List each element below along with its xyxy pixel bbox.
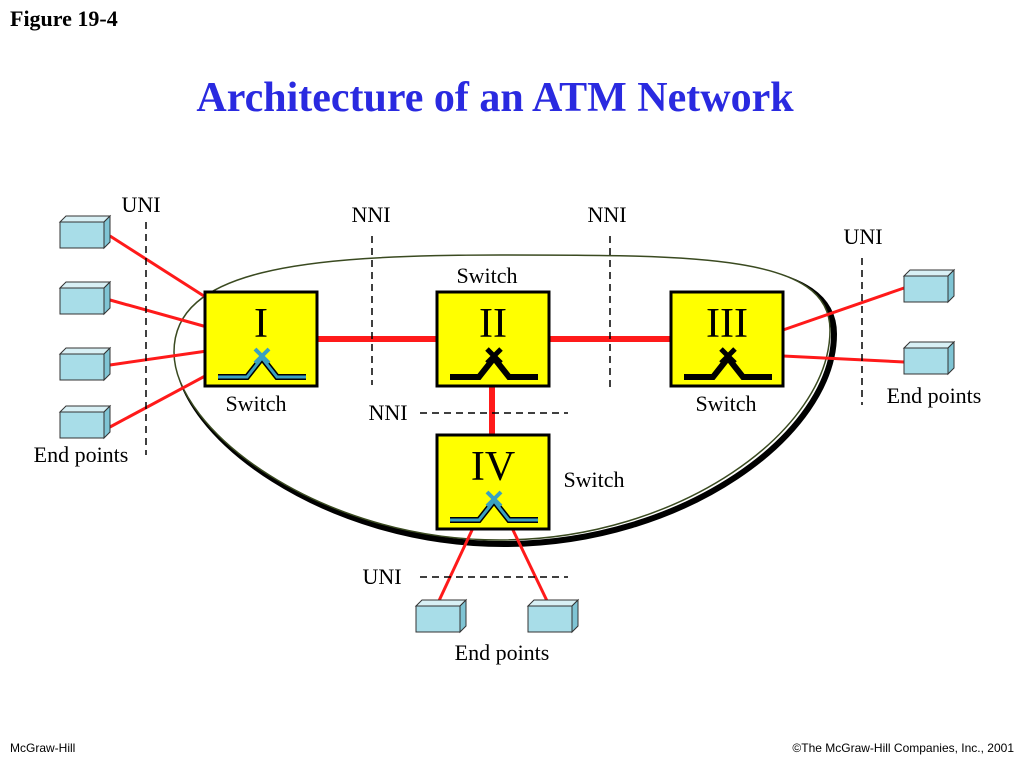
- switch-3-caption: Switch: [695, 391, 756, 416]
- page-title: Architecture of an ATM Network: [196, 75, 794, 121]
- figure-label: Figure 19-4: [10, 6, 118, 31]
- endpoint-left-1: [59, 215, 111, 249]
- endpoint-left-2: [59, 281, 111, 315]
- switch-1: I: [203, 290, 319, 388]
- uni-left-label: UNI: [121, 192, 160, 217]
- switch-3-numeral: III: [706, 301, 748, 347]
- link-ep-left-4: [109, 373, 208, 429]
- link-ep-left-3: [109, 349, 208, 367]
- crossbar-icon: [450, 490, 538, 523]
- crossbar-icon: [684, 347, 772, 380]
- endpoint-bottom-1: [415, 599, 467, 633]
- link-ep-right-2: [782, 354, 905, 364]
- uni-right-label: UNI: [843, 224, 882, 249]
- link-ep-left-1: [109, 234, 208, 300]
- footer-publisher: McGraw-Hill: [10, 741, 76, 755]
- nni-left-label: NNI: [351, 202, 390, 227]
- link-ep-bottom-1: [435, 527, 475, 606]
- endpoint-right-2: [903, 341, 955, 375]
- endpoint-right-1: [903, 269, 955, 303]
- uni-bottom-label: UNI: [362, 564, 401, 589]
- endpoint-bottom-2: [527, 599, 579, 633]
- nni-right-label: NNI: [587, 202, 626, 227]
- link-ep-bottom-2: [510, 527, 551, 606]
- switch-3: III: [669, 290, 785, 388]
- crossbar-icon: [218, 347, 306, 380]
- crossbar-icon: [450, 347, 538, 380]
- switch-4: IV: [435, 433, 551, 531]
- endpoints-bottom-label: End points: [455, 640, 550, 665]
- switch-4-caption: Switch: [563, 467, 624, 492]
- switch-1-caption: Switch: [225, 391, 286, 416]
- switch-2-numeral: II: [479, 301, 507, 347]
- endpoints-left-label: End points: [34, 442, 129, 467]
- endpoints-right-label: End points: [887, 383, 982, 408]
- switch-2-caption: Switch: [456, 263, 517, 288]
- endpoint-left-3: [59, 347, 111, 381]
- link-ep-right-1: [782, 286, 905, 332]
- endpoint-left-4: [59, 405, 111, 439]
- switch-1-numeral: I: [254, 301, 268, 347]
- footer-copyright: ©The McGraw-Hill Companies, Inc., 2001: [792, 741, 1014, 755]
- nni-middle-label: NNI: [368, 400, 407, 425]
- network-boundary: [173, 254, 831, 541]
- link-ep-left-2: [109, 298, 208, 329]
- switch-2: II: [435, 290, 551, 388]
- switch-4-numeral: IV: [471, 444, 515, 490]
